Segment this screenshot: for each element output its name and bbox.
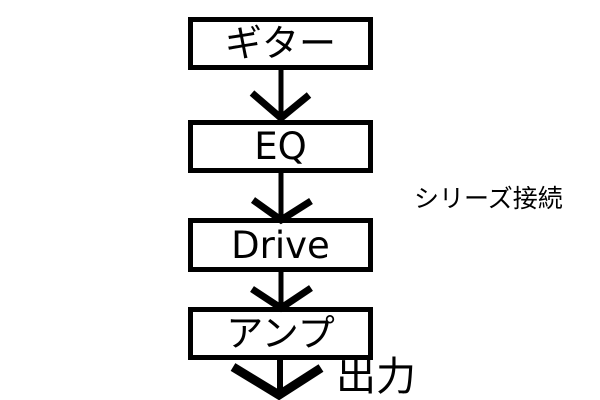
node-amp-label: アンプ <box>226 312 335 355</box>
node-guitar-label: ギター <box>225 22 336 65</box>
series-connection-label: シリーズ接続 <box>414 184 563 213</box>
arrow-down-icon <box>250 173 313 225</box>
arrow-down-icon <box>249 70 312 123</box>
node-drive: Drive <box>188 218 373 272</box>
node-amp: アンプ <box>188 307 373 360</box>
node-eq-label: EQ <box>254 125 307 168</box>
arrow-down-icon <box>250 272 313 313</box>
node-eq: EQ <box>188 120 373 173</box>
output-label: 出力 <box>336 354 416 400</box>
node-guitar: ギター <box>188 17 373 70</box>
arrow-down-icon <box>230 360 324 400</box>
node-drive-label: Drive <box>231 223 330 267</box>
